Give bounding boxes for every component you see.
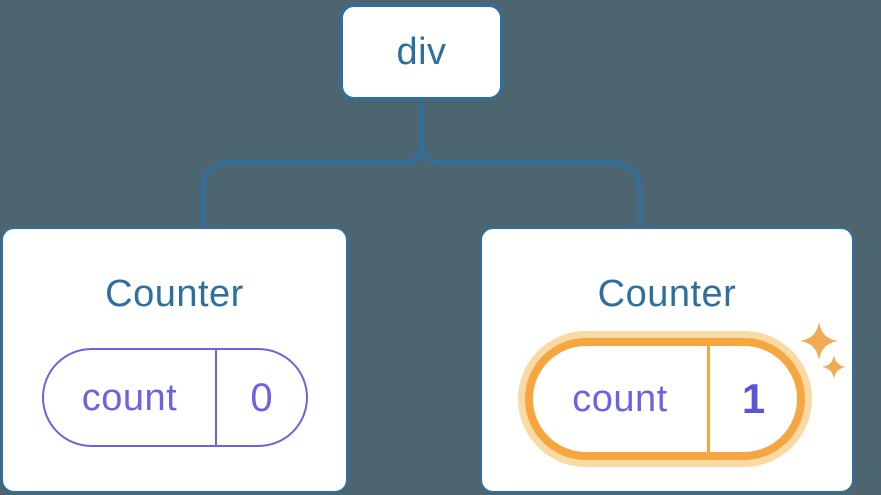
counter-card-right: Counter count 1 xyxy=(480,227,854,493)
state-name: count xyxy=(533,346,710,452)
counter-card-left: Counter count 0 xyxy=(1,227,348,493)
state-pill-highlighted: count 1 xyxy=(525,338,805,460)
tree-node-div: div xyxy=(340,4,503,100)
branch-line-right xyxy=(419,100,642,228)
state-value: 0 xyxy=(250,375,273,420)
component-name-label: Counter xyxy=(105,273,244,315)
div-node-label: div xyxy=(396,30,447,73)
state-pill: count 0 xyxy=(42,348,308,447)
branch-line-left xyxy=(201,100,424,228)
component-name-label: Counter xyxy=(597,273,737,315)
state-value: 1 xyxy=(741,375,766,422)
state-name: count xyxy=(44,350,217,445)
